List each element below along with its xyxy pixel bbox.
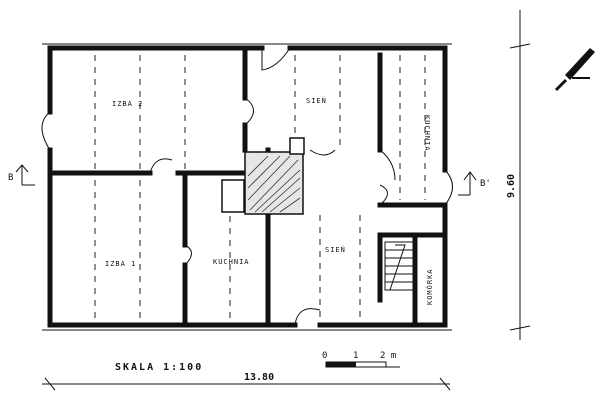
room-label-komorka: KOMÓRKA — [425, 268, 434, 305]
section-arrow-right — [458, 171, 477, 196]
interior-walls — [52, 45, 448, 328]
stove-block — [221, 137, 305, 215]
ceiling-beams — [94, 55, 426, 320]
scale-tick-1: 1 — [353, 351, 358, 361]
scale-label: SKALA 1:100 — [115, 362, 203, 373]
height-dimension-line — [509, 10, 531, 340]
width-dimension-line — [42, 377, 451, 391]
room-label-sien-top: SIEŃ — [306, 96, 327, 105]
north-arrow-icon — [554, 48, 595, 92]
section-arrow-left — [15, 164, 35, 186]
door-swings — [41, 47, 453, 326]
section-mark-left: B — [8, 173, 13, 183]
room-label-izba2: IZBA 2 — [112, 100, 143, 108]
scale-bar — [325, 361, 400, 368]
exterior-walls — [42, 43, 452, 331]
section-mark-right: B' — [480, 179, 491, 189]
staircase — [384, 241, 414, 291]
scale-tick-0: 0 — [322, 351, 327, 361]
room-label-kuchnia: KUCHNIA — [213, 258, 250, 266]
room-label-izba1: IZBA 1 — [105, 260, 136, 268]
room-label-kuchnia-right: KUCHNIA — [423, 115, 431, 152]
height-dimension: 9.60 — [506, 174, 517, 198]
scale-tick-2: 2 m — [380, 351, 396, 361]
room-label-sien-mid: SIEŃ — [325, 245, 346, 254]
width-dimension: 13.80 — [244, 372, 274, 383]
